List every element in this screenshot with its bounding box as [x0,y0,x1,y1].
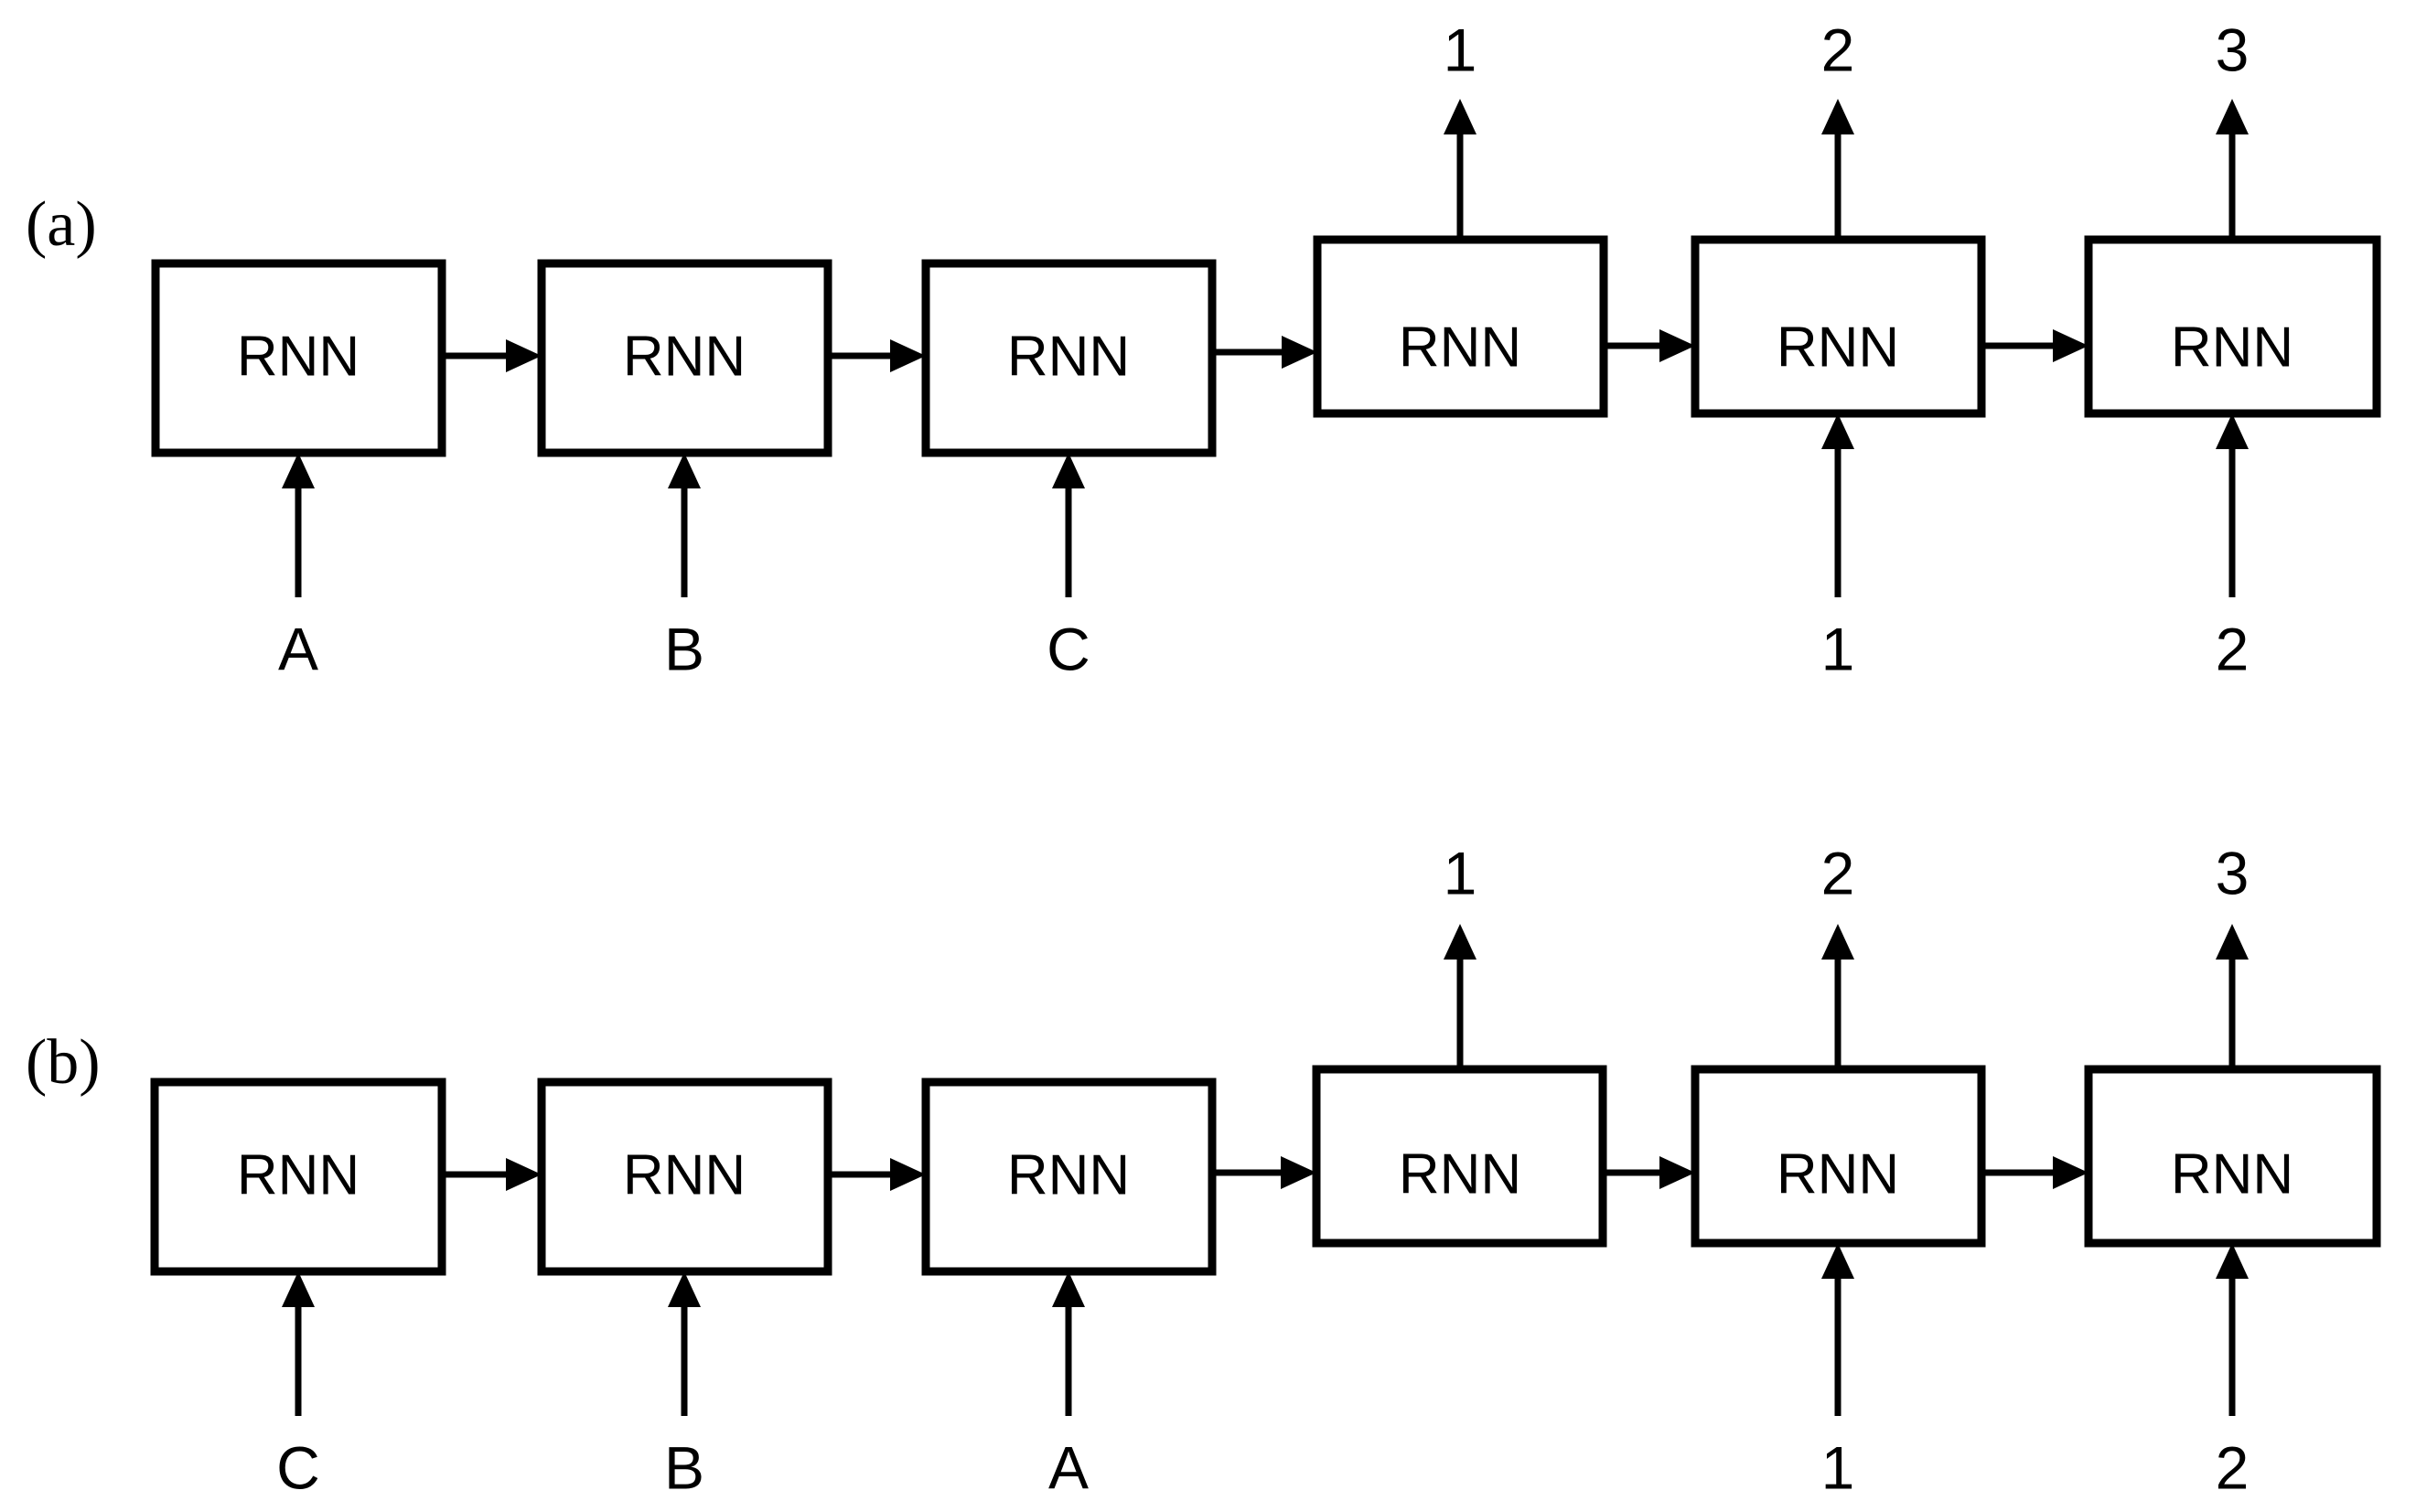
rnn-cell-box[interactable] [151,259,446,457]
rnn-cell-label: RNN [623,325,746,388]
input-arrow [282,1271,315,1416]
panel-b-encoder: RNN RNN RNN [150,1078,1217,1276]
recurrent-arrow [828,339,926,372]
rnn-cell-label: RNN [1007,1143,1130,1206]
input-arrow [1821,1243,1854,1416]
rnn-cell-label: RNN [2171,316,2293,379]
rnn-cell-box[interactable] [1691,1065,1986,1248]
input-label: B [664,615,704,682]
input-label: C [1047,615,1090,682]
recurrent-arrow [1981,329,2088,362]
recurrent-arrow [1604,329,1695,362]
panel-a-output-arrows: 1 2 3 [1444,16,2250,240]
input-arrow [668,1271,701,1416]
rnn-cell-label: RNN [1777,1142,1899,1206]
output-arrow [1821,924,1854,1069]
input-arrow [282,453,315,597]
input-label: 1 [1821,1433,1855,1501]
rnn-cell-label: RNN [1007,325,1130,388]
input-arrow [1052,453,1085,597]
output-label: 3 [2216,839,2250,906]
rnn-cell-label: RNN [623,1143,746,1206]
panel-b-input-arrows: C B A 1 [276,1243,2249,1501]
panel-a-label: (a) [26,189,97,260]
output-arrow [1444,99,1476,240]
rnn-cell-label: RNN [1399,1142,1521,1206]
rnn-cell-label: RNN [237,325,360,388]
rnn-cell-box[interactable] [537,259,832,457]
output-arrow [1821,99,1854,240]
panel-b-recurrent-arrows [442,1156,2088,1191]
rnn-cell-label: RNN [1399,316,1521,379]
recurrent-arrow [442,1158,542,1191]
input-label: 2 [2216,1433,2250,1501]
output-arrow [1444,924,1476,1069]
rnn-cell-box[interactable] [921,1078,1217,1276]
rnn-cell-label: RNN [1777,316,1899,379]
panel-a: (a) RNN RNN RNN RNN RNN RNN [26,16,2381,682]
recurrent-arrow [828,1158,926,1191]
input-label: B [664,1433,704,1501]
panel-a-decoder: RNN RNN RNN [1313,235,2381,418]
rnn-cell-box[interactable] [921,259,1217,457]
output-arrow [2216,924,2249,1069]
rnn-cell-box[interactable] [1313,235,1608,418]
recurrent-arrow [1603,1156,1695,1189]
output-label: 1 [1444,16,1477,83]
input-arrow [668,453,701,597]
input-label: C [276,1433,320,1501]
rnn-cell-box[interactable] [1312,1065,1607,1248]
output-label: 3 [2216,16,2250,83]
panel-b-label: (b) [26,1027,101,1098]
rnn-cell-box[interactable] [2084,235,2381,418]
input-label: A [278,615,318,682]
recurrent-arrow [1981,1156,2088,1189]
recurrent-arrow [1212,336,1317,369]
output-label: 1 [1444,839,1477,906]
rnn-cell-box[interactable] [537,1078,832,1276]
input-label: A [1048,1433,1089,1501]
panel-a-recurrent-arrows [442,329,2088,372]
panel-b-decoder: RNN RNN RNN [1312,1065,2381,1248]
rnn-cell-label: RNN [237,1143,360,1206]
output-label: 2 [1821,16,1855,83]
input-label: 2 [2216,615,2250,682]
recurrent-arrow [1212,1156,1316,1189]
input-arrow [2216,413,2249,597]
input-arrow [1821,413,1854,597]
panel-b-output-arrows: 1 2 3 [1444,839,2250,1069]
rnn-cell-label: RNN [2171,1142,2293,1206]
output-label: 2 [1821,839,1855,906]
panel-a-input-arrows: A B C 1 [278,413,2249,682]
input-label: 1 [1821,615,1855,682]
input-arrow [2216,1243,2249,1416]
panel-b: (b) RNN RNN RNN RNN RNN RNN [26,839,2381,1501]
recurrent-arrow [442,339,542,372]
rnn-cell-box[interactable] [2084,1065,2381,1248]
input-arrow [1052,1271,1085,1416]
panel-a-encoder: RNN RNN RNN [151,259,1217,457]
output-arrow [2216,99,2249,240]
